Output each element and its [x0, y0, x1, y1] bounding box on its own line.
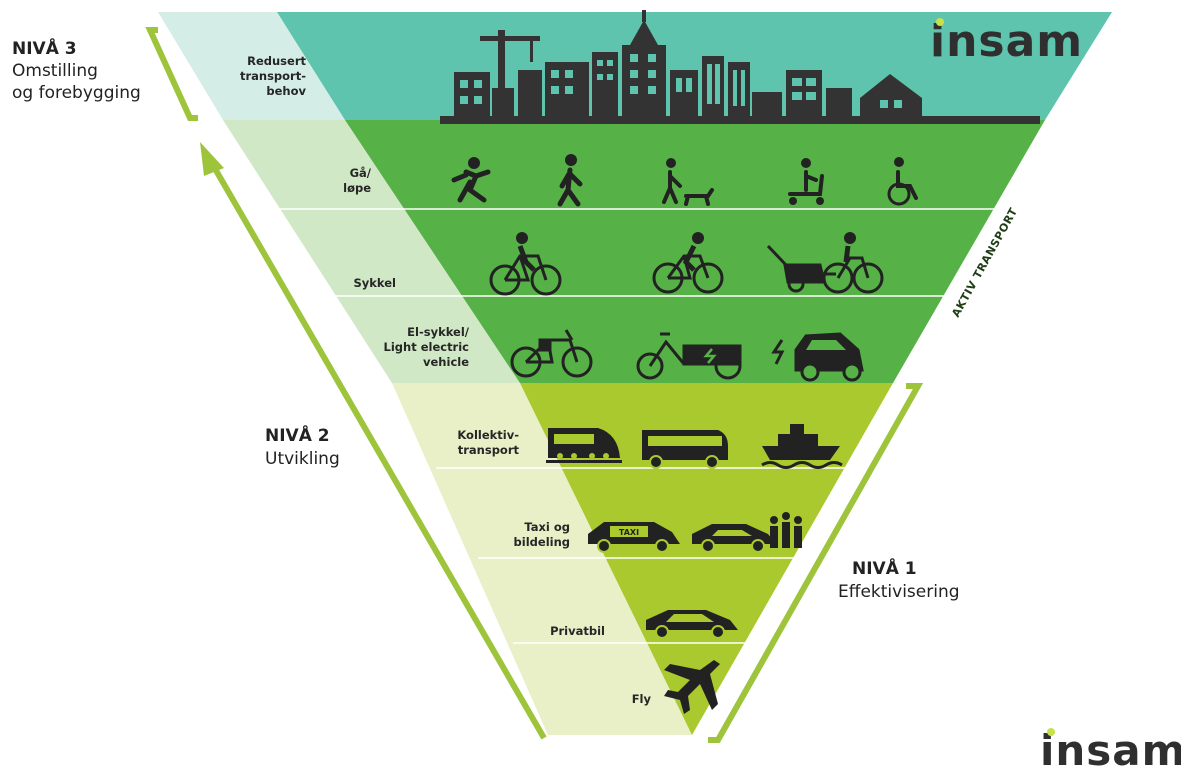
level1-title: NIVÅ 1: [852, 559, 917, 579]
category-taxi: Taxi og bildeling: [513, 520, 570, 549]
category-kollektiv: Kollektiv- transport: [457, 428, 519, 457]
band-lower-label-area: [392, 383, 692, 735]
walk-run-icons: [451, 154, 918, 207]
level2-title: NIVÅ 2: [265, 426, 330, 446]
walking-with-dog-icon: [662, 158, 714, 206]
logo-text-top: insam: [930, 16, 1083, 67]
running-person-icon: [451, 157, 491, 203]
level1-line-1: Effektivisering: [838, 582, 960, 602]
level1-bracket: [708, 383, 924, 743]
level3-line-1: Omstilling: [12, 61, 98, 81]
category-ga-lope: Gå/ løpe: [343, 166, 371, 195]
walking-person-icon: [557, 154, 583, 207]
electric-cargo-bike-icon: [636, 332, 742, 380]
band-lower-fill: [520, 383, 893, 735]
wheelchair-icon: [887, 157, 918, 206]
bicycle-with-trailer-icon: [766, 232, 884, 294]
band-active-label-area: [223, 120, 520, 383]
electric-microcar-icon: [771, 332, 864, 382]
level3-bracket: [145, 27, 198, 121]
ferry-icon: [761, 424, 843, 469]
city-bicycle-icon: [489, 232, 562, 296]
level3-line-2: og forebygging: [12, 83, 141, 103]
category-redusert: Redusert transport- behov: [239, 54, 306, 98]
category-privatbil: Privatbil: [550, 624, 605, 638]
band-active-fill: [345, 120, 1045, 383]
bicycle-icons: [489, 232, 884, 296]
level2-line-1: Utvikling: [265, 449, 340, 469]
electric-vehicle-icons: [510, 329, 864, 382]
shared-car-icon: [692, 524, 776, 553]
taxi-sign: TAXI: [619, 528, 639, 537]
kick-scooter-icon: [788, 158, 824, 205]
insam-logo-top: insam: [930, 16, 1083, 67]
bus-icon: [642, 430, 728, 469]
level2-arrow: [207, 158, 547, 740]
band-redusert-label-area: [158, 12, 345, 120]
category-sykkel: Sykkel: [353, 276, 396, 290]
row-dividers: [255, 208, 994, 644]
level3-title: NIVÅ 3: [12, 39, 77, 59]
logo-text-bottom: insam: [1040, 726, 1181, 770]
public-transport-icons: [546, 424, 843, 469]
city-skyline-icon: [440, 10, 1040, 124]
group-of-people-icon: [770, 512, 802, 548]
train-icon: [546, 428, 622, 463]
insam-logo-bottom: insam: [1040, 726, 1181, 770]
private-car-icon: [646, 610, 738, 639]
e-bike-icon: [510, 329, 593, 378]
category-fly: Fly: [631, 692, 651, 706]
taxi-icon: TAXI: [588, 522, 680, 553]
airplane-icon: [664, 660, 720, 714]
taxi-and-carsharing-icons: TAXI: [588, 512, 802, 553]
category-el-sykkel: El-sykkel/ Light electric vehicle: [383, 325, 469, 369]
level2-arrowhead: [200, 142, 224, 176]
road-bicycle-icon: [652, 232, 724, 294]
